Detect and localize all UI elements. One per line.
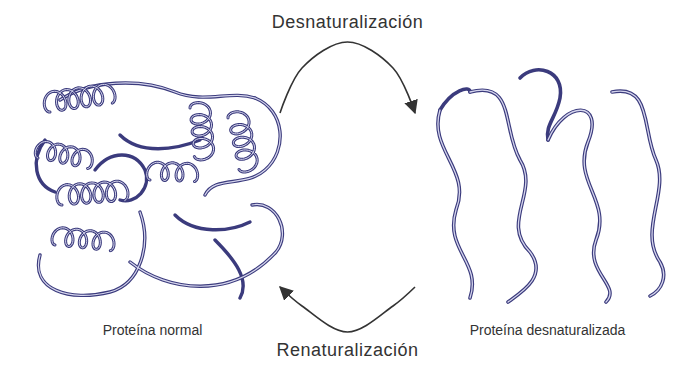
folded-protein: [35, 83, 282, 298]
helix-coil: [57, 181, 128, 205]
helix-highlight: [190, 103, 214, 160]
helix-coil: [147, 162, 198, 181]
helix-coil: [190, 103, 214, 160]
unfolded-highlights: [438, 90, 664, 302]
helix-highlight: [147, 162, 198, 181]
figure-caption: Proteína desnaturalizada: [415, 322, 680, 339]
protein-figure: Proteína normal: [25, 55, 280, 345]
unfolded-protein: [438, 70, 664, 302]
helix-highlight: [35, 142, 92, 169]
unfolded-strands: [438, 70, 664, 302]
process-arrow: [280, 42, 415, 113]
helix-highlight: [228, 112, 257, 172]
helix-coil: [35, 142, 92, 169]
arrow-label: Desnaturalización: [269, 12, 427, 34]
process-arrow: [280, 287, 415, 332]
folded-strands: [36, 83, 282, 298]
helix-coils: [35, 84, 257, 250]
figure-caption: Proteína normal: [25, 322, 280, 339]
arrow-label: Renaturalización: [273, 340, 421, 362]
helix-highlight: [52, 228, 114, 251]
folded-highlights: [38, 83, 282, 295]
helix-highlight: [57, 181, 128, 205]
protein-figure: Proteína desnaturalizada: [415, 55, 680, 345]
helix-highlight: [44, 84, 115, 112]
helix-coil: [228, 112, 257, 172]
helix-coil: [44, 84, 115, 112]
helix-coil: [52, 228, 114, 251]
